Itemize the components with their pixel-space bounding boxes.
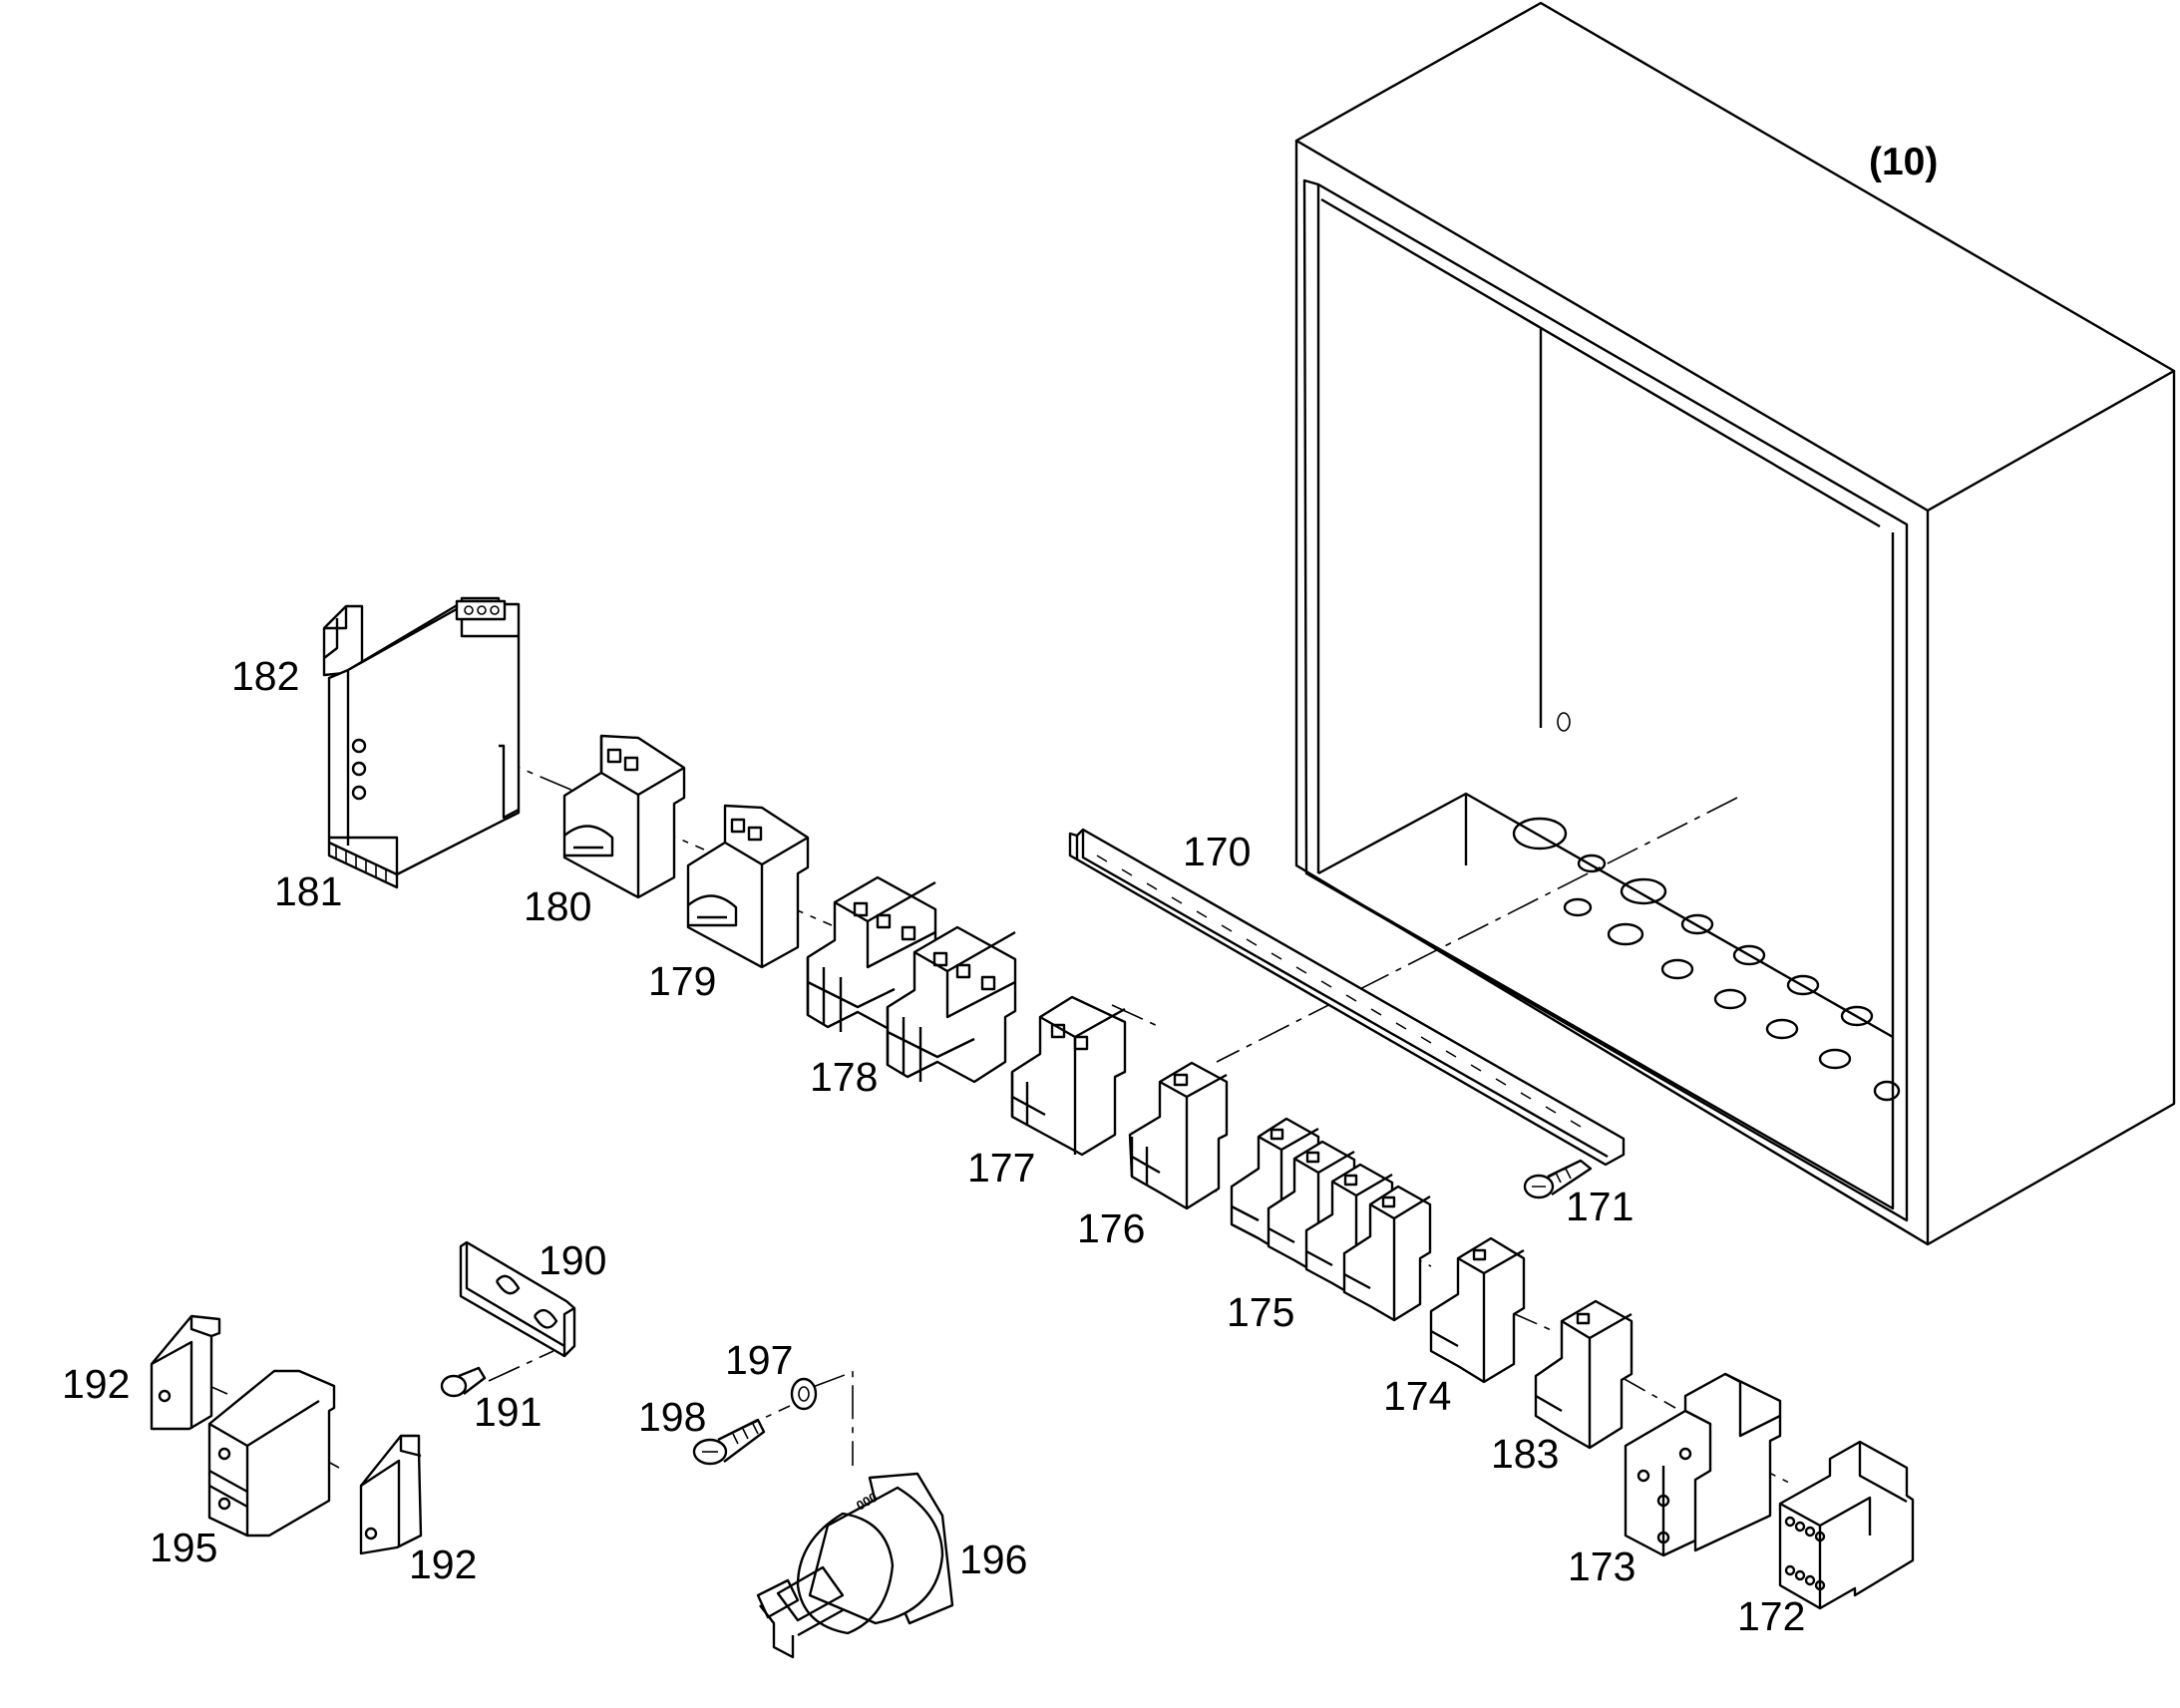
terminal-195 [207,1369,336,1537]
bracket-190 [459,1240,576,1358]
module-181 [327,596,521,889]
part-labels: (10) 170 171 172 173 174 175 176 177 178… [62,141,1938,1639]
breakers-175 [1230,1117,1432,1322]
breaker-183 [1534,1299,1634,1450]
label-190: 190 [539,1237,606,1283]
selector-196: 000 [756,1472,954,1659]
breaker-178a [806,875,937,1034]
relay-173 [1624,1372,1782,1557]
label-191: 191 [474,1389,542,1435]
label-192a: 192 [62,1361,130,1407]
washer-197 [790,1377,818,1411]
contactor-172 [1778,1440,1915,1610]
screw-191 [440,1366,487,1398]
label-171: 171 [1566,1184,1634,1229]
label-173: 173 [1568,1543,1635,1589]
end-clamp-192b [359,1434,423,1555]
assembly-label: (10) [1869,141,1938,183]
label-180: 180 [524,883,591,929]
enclosure [1294,1,2176,1246]
screw-198 [692,1418,766,1466]
label-175: 175 [1227,1289,1294,1335]
label-181: 181 [274,868,342,914]
breaker-178b [886,925,1017,1084]
label-192b: 192 [409,1541,477,1587]
end-clamp-192a [150,1314,221,1431]
label-177: 177 [967,1145,1035,1191]
switch-180 [562,734,686,899]
label-182: 182 [231,653,299,699]
label-170: 170 [1183,829,1251,874]
breaker-174 [1429,1236,1526,1384]
screw-171 [1523,1159,1593,1199]
label-176: 176 [1077,1205,1145,1251]
label-183: 183 [1491,1431,1559,1477]
switch-179 [686,804,810,969]
label-174: 174 [1383,1373,1451,1419]
label-178: 178 [810,1054,878,1100]
label-172: 172 [1737,1593,1805,1639]
breaker-176 [1128,1061,1229,1210]
label-179: 179 [648,958,716,1004]
label-198: 198 [638,1394,706,1440]
label-196: 196 [959,1537,1027,1582]
label-195: 195 [150,1525,217,1570]
label-197: 197 [725,1337,793,1383]
breaker-177 [1010,995,1127,1157]
din-rail-170 [1068,828,1626,1167]
